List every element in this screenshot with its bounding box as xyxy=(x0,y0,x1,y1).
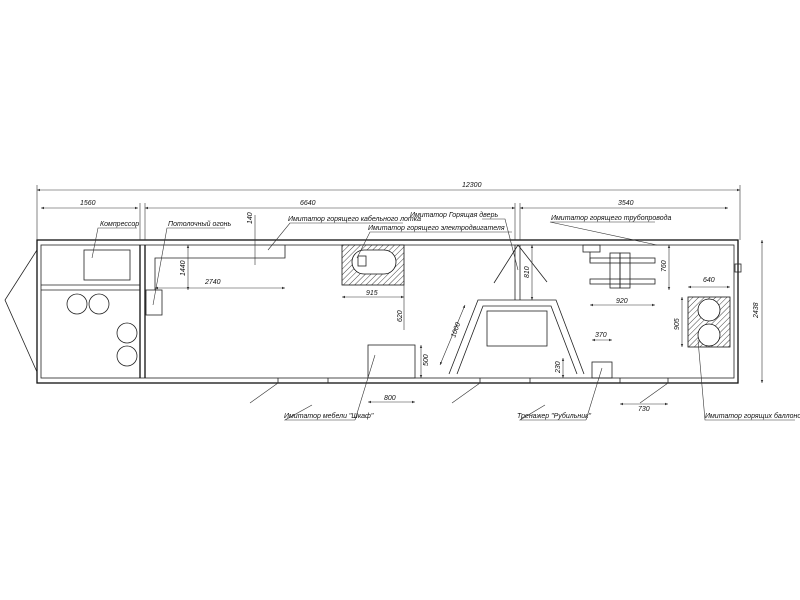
label-switch-trainer: Тренажер "Рубильник" xyxy=(517,412,591,420)
cable-tray xyxy=(154,245,286,290)
dim-pipeline-depth: 760 xyxy=(661,260,668,272)
burning-pipeline xyxy=(582,244,656,289)
dim-total-width: 2438 xyxy=(753,302,760,319)
dim-motor-width: 915 xyxy=(366,290,378,297)
wardrobe xyxy=(367,344,416,379)
label-burning-motor: Имитатор горящего электродвигателя xyxy=(368,224,505,232)
dim-compressor-section: 1560 xyxy=(80,200,96,207)
dim-cylinders-depth: 905 xyxy=(674,318,681,330)
ceiling-fire xyxy=(145,289,163,316)
label-wardrobe: Имитатор мебели "Шкаф" xyxy=(284,412,374,420)
training-frame xyxy=(448,299,585,375)
dim-switch-depth: 230 xyxy=(555,361,562,374)
switch-trainer xyxy=(591,361,613,379)
gas-cylinders-left xyxy=(66,293,138,367)
label-cable-tray: Имитатор горящего кабельного лотка xyxy=(288,215,421,223)
dim-cylinders-width: 640 xyxy=(703,277,715,284)
dim-middle-section: 6640 xyxy=(300,200,316,207)
burning-cylinders xyxy=(687,296,731,348)
dim-exit-width: 730 xyxy=(638,406,650,413)
dim-ceiling-fire-depth: 1440 xyxy=(180,260,187,276)
burning-motor xyxy=(341,244,405,286)
dim-rear-section: 3540 xyxy=(618,200,634,207)
dim-wardrobe-width: 800 xyxy=(384,395,396,402)
dim-door-offset: 810 xyxy=(524,266,531,278)
dim-switch-width: 370 xyxy=(595,332,607,339)
dimension-lines xyxy=(36,185,764,406)
leader-lines xyxy=(91,218,795,421)
dim-frame-side: 1000 xyxy=(450,322,462,339)
label-burning-pipeline: Имитатор горящего трубопровода xyxy=(551,214,672,222)
burning-door xyxy=(493,244,548,284)
label-compressor: Компрессор xyxy=(100,221,139,228)
dim-cable-tray-length: 2740 xyxy=(204,279,221,286)
dim-wardrobe-depth: 500 xyxy=(423,354,430,366)
tow-hitch xyxy=(4,249,38,373)
label-burning-cylinders: Имитатор горящих баллонов xyxy=(705,412,800,420)
label-burning-door: Имитатор Горящая дверь xyxy=(410,211,498,219)
dim-total-length: 12300 xyxy=(462,182,482,189)
compressor xyxy=(83,249,131,281)
dim-motor-offset: 620 xyxy=(397,310,404,322)
dim-pipeline-width: 920 xyxy=(616,298,628,305)
rear-vent xyxy=(734,263,742,273)
dim-cable-tray-gap: 140 xyxy=(247,212,254,224)
label-ceiling-fire: Потолочный огонь xyxy=(168,220,231,228)
